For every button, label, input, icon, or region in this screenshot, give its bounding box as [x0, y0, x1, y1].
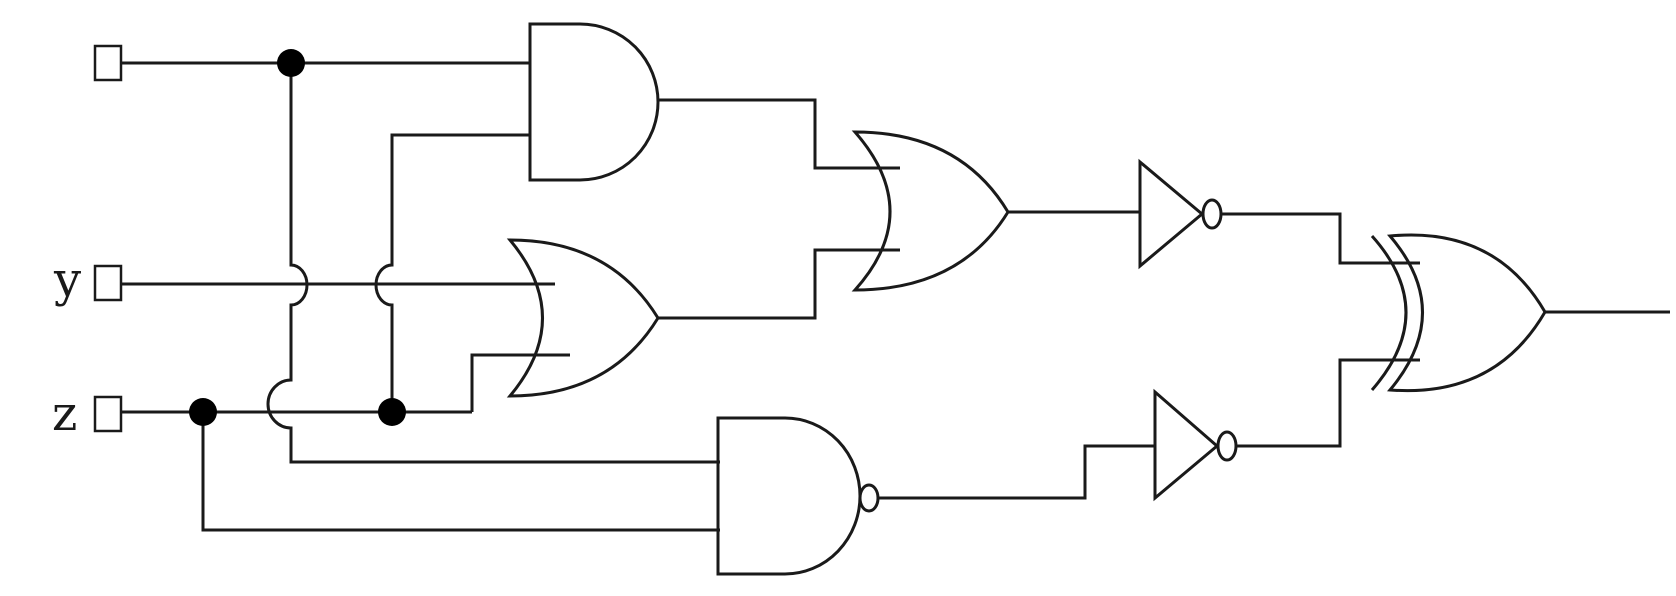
input-y-label: y	[53, 252, 81, 308]
junction-in1	[277, 49, 305, 77]
not-gate-1-bubble	[1201, 198, 1223, 230]
wire-z-vertical-to-and1	[374, 133, 530, 412]
or-gate-1	[506, 238, 660, 398]
nand-gate-1	[716, 416, 862, 576]
wire-z-to-nand	[201, 412, 720, 532]
not-gate-2-bubble	[1216, 430, 1238, 462]
input-y: y	[53, 252, 123, 308]
wire-not1-to-xor	[1221, 212, 1420, 265]
wire-in1-vertical-to-nand	[266, 63, 720, 464]
input-1-terminal	[93, 44, 123, 82]
wire-and1-to-or2	[658, 98, 900, 170]
input-1	[93, 44, 123, 82]
input-z-terminal	[93, 395, 123, 433]
nand-gate-1-bubble	[858, 483, 880, 513]
wire-z-to-or1	[470, 353, 570, 412]
not-gate-2	[1153, 388, 1220, 502]
wire-not2-to-xor	[1236, 358, 1420, 448]
or-gate-2	[851, 130, 1010, 292]
wire-or1-to-or2	[658, 248, 900, 320]
xor-gate-back-curve	[1370, 235, 1408, 391]
and-gate-1	[528, 22, 660, 182]
junction-z-right	[378, 398, 406, 426]
not-gate-1	[1138, 158, 1205, 270]
input-z: z	[52, 386, 123, 442]
xor-gate-body	[1386, 233, 1547, 393]
wire-nand-to-not2	[878, 444, 1155, 500]
input-y-terminal	[93, 264, 123, 302]
junction-z-left	[189, 398, 217, 426]
input-z-label: z	[52, 386, 77, 442]
